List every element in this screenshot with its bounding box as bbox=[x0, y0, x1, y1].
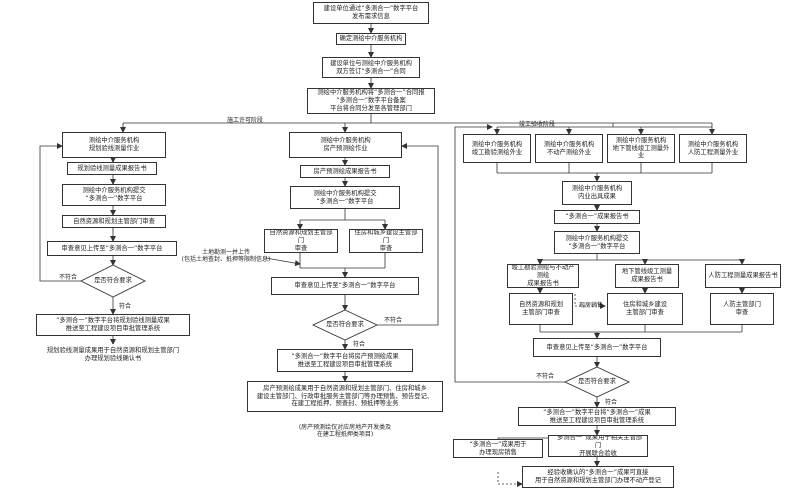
combined-report-box: “多测合一”成果报告书 bbox=[554, 210, 640, 224]
stage-label-completion-acceptance: 竣工验收阶段 bbox=[518, 121, 555, 128]
civil-defense-survey-field-box: 测绘中介服务机构 人防工程测量外业 bbox=[679, 134, 747, 163]
real-estate-registration-box: 经验收确认的“多测合一”成果可直接 用于自然资源和规划主管部门办理不动产登记 bbox=[522, 466, 674, 488]
combined-submit-box: 测绘中介服务机构提交 “多测合一”数字平台 bbox=[554, 231, 640, 254]
presale-report-box: 房产预测绘成果报告书 bbox=[300, 165, 390, 178]
right-housing-review-box: 住房和城乡建设 主管部门审查 bbox=[607, 293, 683, 325]
real-estate-survey-field-box: 测绘中介服务机构 不动产测绘外业 bbox=[535, 134, 603, 163]
label-yes-right: 符合 bbox=[604, 399, 617, 406]
decision-diamond-left bbox=[79, 264, 147, 298]
completion-real-estate-report-box: 竣工勘验测绘与不动产测绘 成果报告书 bbox=[507, 264, 579, 288]
contract-filing-box: 测绘中介服务机构将“多测合一”合同报 “多测合一”数字平台备案 平台将合同分发至… bbox=[307, 88, 435, 114]
line-survey-work-box: 测绘中介服务机构 规划验线测量作业 bbox=[62, 132, 166, 158]
presale-housing-review-box: 住房和城乡建设主管部门 审查 bbox=[349, 229, 423, 253]
civil-defense-review-box: 人防主管部门 审查 bbox=[710, 293, 774, 325]
label-no-left: 不符合 bbox=[58, 274, 77, 281]
right-upload-box: 审查意见上传至“多测合一”数字平台 bbox=[533, 338, 661, 357]
combined-push-box: “多测合一”数字平台将“多测合一”成果 推送至工程建设项目审批管理系统 bbox=[518, 407, 676, 426]
office-results-box: 测绘中介服务机构 内业出具成果 bbox=[562, 181, 632, 205]
pipeline-survey-field-box: 测绘中介服务机构 地下管线竣工测量外业 bbox=[607, 134, 675, 163]
presale-scope-note: (房产预测绘仅对应房地产开发类及 在建工程抵押类项目) bbox=[298, 424, 392, 439]
presale-submit-box: 测绘中介服务机构提交 “多测合一”数字平台 bbox=[290, 186, 400, 209]
line-survey-review-box: 自然资源和规划主管部门审查 bbox=[62, 215, 166, 228]
label-yes-middle: 符合 bbox=[352, 341, 365, 348]
sign-contract-box: 建设单位与测绘中介服务机构 双方签订“多测合一”合同 bbox=[322, 57, 420, 78]
decision-diamond-right bbox=[563, 366, 631, 398]
completion-survey-field-box: 测绘中介服务机构 竣工勘验测绘外业 bbox=[463, 134, 531, 163]
joint-acceptance-box: “多测合一”成果用于相关主管部门 开展联合验收 bbox=[548, 435, 648, 457]
publish-demand-box: 建设单位通过“多测合一”数字平台 发布需求信息 bbox=[313, 2, 429, 24]
presale-natural-resources-review-box: 自然资源和规划主管部门 审查 bbox=[264, 229, 338, 253]
line-survey-upload-box: 审查意见上传至“多测合一”数字平台 bbox=[47, 241, 177, 256]
civil-defense-report-box: 人防工程测量成果报告书 bbox=[705, 264, 781, 288]
decision-text-middle: 是否符合要求 bbox=[326, 321, 364, 328]
presale-push-box: “多测合一”数字平台将房产预测绘成果 推送至工程建设项目审批管理系统 bbox=[277, 349, 413, 372]
label-house-sales: 现房销售 bbox=[578, 302, 603, 309]
right-natural-resources-review-box: 自然资源和规划 主管部门审查 bbox=[509, 293, 573, 325]
label-no-right: 不符合 bbox=[535, 373, 554, 380]
presale-upload-box: 审查意见上传至“多测合一”数字平台 bbox=[271, 277, 419, 295]
decision-text-left: 是否符合要求 bbox=[94, 277, 132, 284]
house-sales-use-box: “多测合一”成果用于 办理现房销售 bbox=[453, 439, 543, 458]
line-survey-push-box: “多测合一”数字平台将规划验线测量成果 推送至工程建设项目审批管理系统 bbox=[36, 314, 190, 336]
line-survey-submit-box: 测绘中介服务机构提交 “多测合一”数字平台 bbox=[62, 184, 166, 206]
stage-label-construction-permit: 施工许可阶段 bbox=[226, 117, 263, 124]
line-survey-report-box: 规划验线测量成果报告书 bbox=[67, 162, 157, 175]
decision-text-right: 是否符合要求 bbox=[578, 378, 616, 385]
line-survey-use-box: 规划验线测量成果用于自然资源和规划主管部门 办理规划验线确认书 bbox=[30, 344, 196, 366]
label-yes-left: 符合 bbox=[118, 303, 131, 310]
label-no-middle: 不符合 bbox=[383, 317, 402, 324]
land-survey-note: 土地勘测一并上传 (包括土地查封、抵押等限制信息) bbox=[181, 249, 271, 264]
decision-diamond-middle bbox=[311, 309, 379, 341]
confirm-agency-box: 确定测绘中介服务机构 bbox=[336, 33, 406, 45]
pipeline-report-box: 地下管线竣工测量 成果报告书 bbox=[615, 264, 679, 288]
presale-survey-work-box: 测绘中介服务机构 房产预测绘作业 bbox=[289, 132, 402, 158]
presale-use-box: 房产预测绘成果用于自然资源和规划主管部门、住房和城乡 建设主管部门、行政审批服务… bbox=[247, 381, 443, 412]
